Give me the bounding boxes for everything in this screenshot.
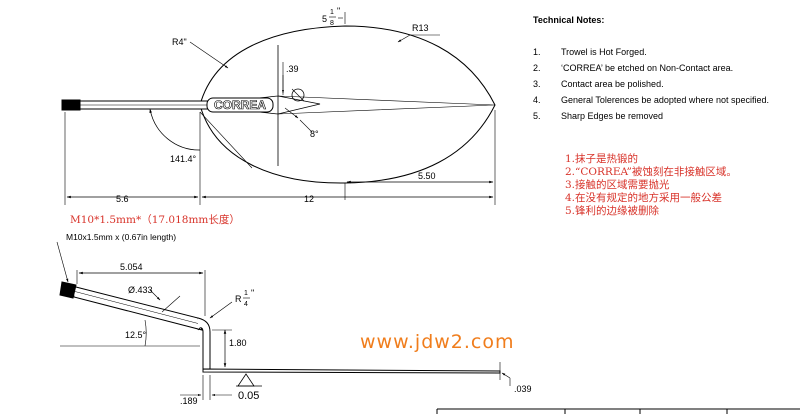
dim-12: 12 [304, 194, 314, 204]
watermark: www.jdw2.com [360, 331, 515, 353]
etch-plate [206, 97, 274, 113]
dim-radius-prefix: R [235, 294, 242, 304]
thread-spec-cn: M10*1.5mm*（17.018mm长度） [70, 214, 240, 226]
note-item: 3.Contact area be polished. [533, 79, 664, 89]
title-block-edge [436, 408, 800, 414]
dim-width-den: 8 [330, 20, 334, 27]
dim-5-6: 5.6 [116, 194, 129, 204]
dim-0-05: 0.05 [238, 390, 259, 402]
note-item: 5.Sharp Edges be removed [533, 111, 664, 121]
note-item: 2.‘CORREA’ be etched on Non-Contact area… [533, 63, 734, 73]
note-item: 1.Trowel is Hot Forged. [533, 47, 647, 57]
dim-039: .039 [514, 384, 532, 394]
cn-note: 5.锋利的边缘被删除 [565, 205, 660, 217]
dim-diameter: Ø.433 [128, 285, 153, 295]
dim-5-054: 5.054 [120, 262, 143, 272]
side-handle-tip [59, 281, 77, 299]
dim-141-4: 141.4° [170, 154, 197, 164]
dim-width-unit: " [337, 6, 340, 16]
note-item: 4.General Tolerences be adopted where no… [533, 95, 769, 105]
dim-width-main: 5 [322, 14, 327, 24]
cn-note: 3.接触的区域需要抛光 [565, 179, 670, 191]
chinese-notes: 1.抹子是热锻的 2.“CORREA”被蚀刻在非接触区域。 3.接触的区域需要抛… [565, 153, 737, 218]
cn-note: 2.“CORREA”被蚀刻在非接触区域。 [565, 166, 737, 178]
cn-note: 1.抹子是热锻的 [565, 153, 639, 165]
dim-39: .39 [286, 64, 299, 74]
side-view [56, 241, 511, 400]
dim-5-50: 5.50 [418, 171, 436, 181]
side-blade [202, 368, 501, 374]
dim-12-5: 12.5° [125, 330, 147, 340]
dim-1-80: 1.80 [229, 338, 247, 348]
handle-tip [61, 99, 81, 111]
top-view [61, 12, 496, 205]
technical-notes: Technical Notes: 1.Trowel is Hot Forged.… [533, 12, 798, 124]
dim-width-num: 1 [330, 9, 334, 16]
surface-finish-symbol [237, 373, 255, 387]
thread-spec: M10x1.5mm x (0.67in length) [66, 232, 177, 242]
dim-r13: R13 [412, 23, 429, 33]
dim-radius-num: 1 [244, 290, 248, 297]
dim-189: .189 [180, 396, 198, 406]
notes-title: Technical Notes: [533, 15, 605, 25]
dim-8deg: 8° [310, 129, 319, 139]
side-post [197, 317, 211, 370]
etch-text: CORREA [214, 98, 266, 112]
dim-r4: R4" [172, 37, 187, 47]
dim-radius-unit: " [251, 288, 254, 298]
dim-radius-den: 4 [244, 301, 248, 308]
cn-note: 4.在没有规定的地方采用一般公差 [565, 192, 723, 204]
